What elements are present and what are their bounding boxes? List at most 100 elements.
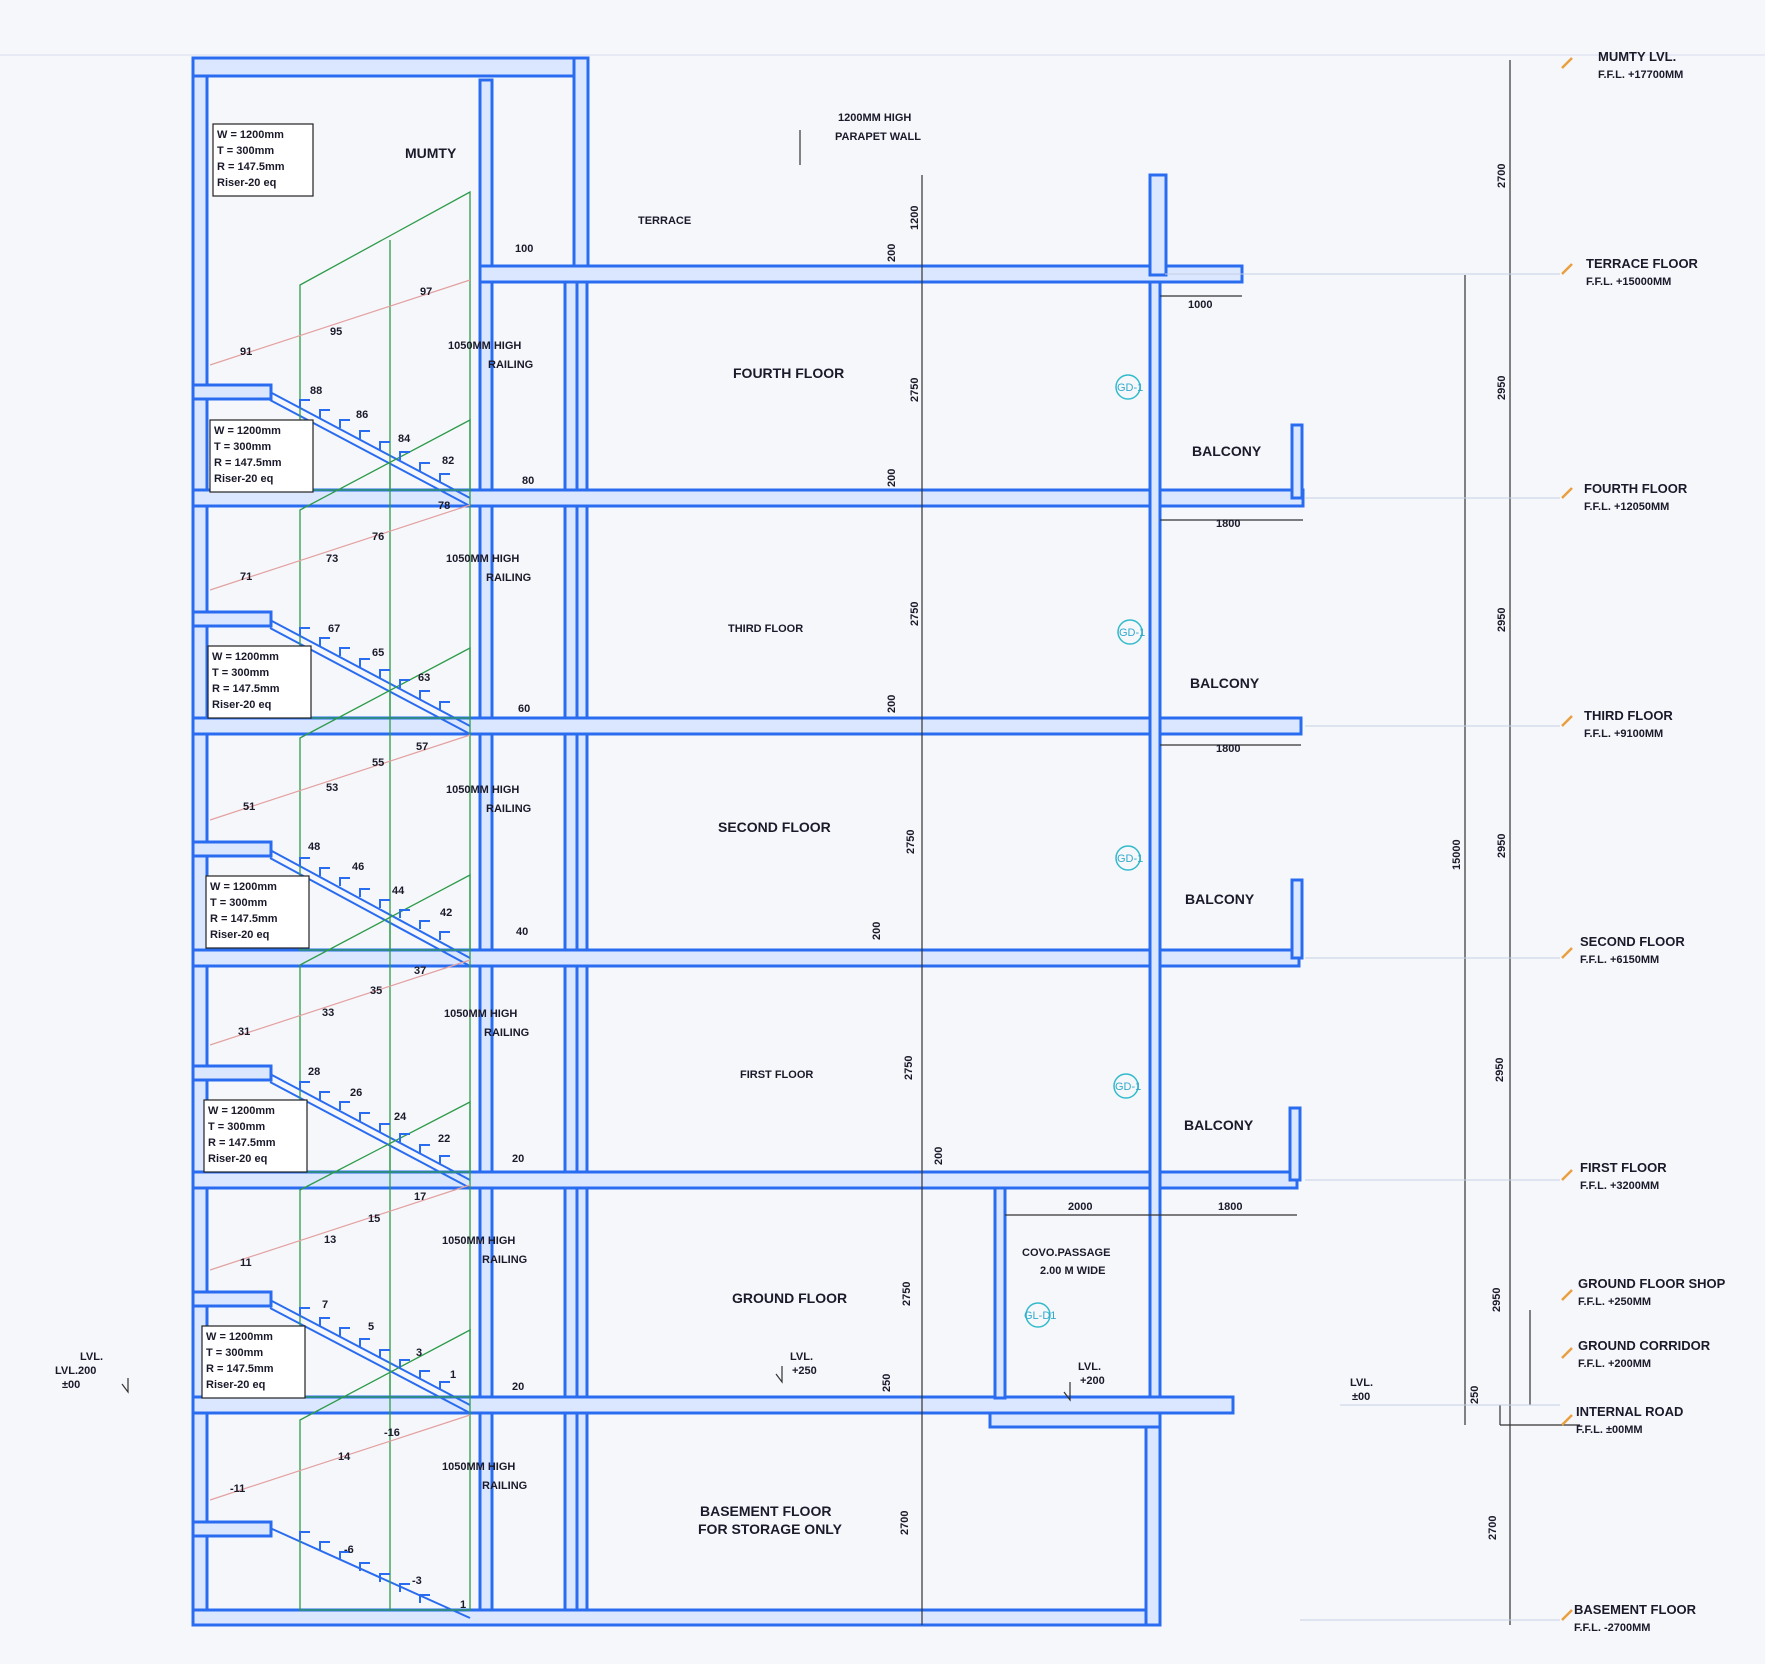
svg-text:-16: -16 [384, 1427, 400, 1439]
svg-text:F.F.L. +9100MM: F.F.L. +9100MM [1584, 728, 1663, 740]
covo-label-1: COVO.PASSAGE [1022, 1247, 1110, 1259]
svg-text:+200: +200 [1080, 1375, 1105, 1387]
svg-text:5: 5 [368, 1321, 374, 1333]
svg-text:R = 147.5mm: R = 147.5mm [217, 161, 285, 173]
svg-text:73: 73 [326, 553, 338, 565]
landing-3 [191, 610, 273, 628]
svg-text:60: 60 [518, 703, 530, 715]
svg-text:LVL.: LVL. [790, 1351, 813, 1363]
svg-text:1050MM HIGH: 1050MM HIGH [442, 1235, 515, 1247]
level-markers [1561, 57, 1573, 1621]
landing-b [191, 1520, 273, 1538]
svg-text:2000: 2000 [1068, 1201, 1092, 1213]
svg-text:71: 71 [240, 571, 252, 583]
door-tag-label: GD-1 [1119, 627, 1145, 639]
svg-text:88: 88 [310, 385, 322, 397]
svg-text:2950: 2950 [1496, 376, 1508, 400]
svg-text:T = 300mm: T = 300mm [206, 1347, 263, 1359]
door-tag-1 [1113, 1073, 1139, 1099]
parapet-label-2: PARAPET WALL [835, 131, 921, 143]
svg-text:RAILING: RAILING [488, 359, 533, 371]
svg-text:F.F.L. +17700MM: F.F.L. +17700MM [1598, 69, 1683, 81]
svg-text:FOURTH FLOOR: FOURTH FLOOR [1584, 481, 1688, 496]
svg-text:T = 300mm: T = 300mm [210, 897, 267, 909]
svg-text:MUMTY LVL.: MUMTY LVL. [1598, 49, 1676, 64]
svg-text:11: 11 [240, 1257, 252, 1269]
svg-text:+250: +250 [792, 1365, 817, 1377]
svg-text:1000: 1000 [1188, 299, 1212, 311]
svg-text:76: 76 [372, 531, 384, 543]
svg-text:Riser-20 eq: Riser-20 eq [212, 699, 271, 711]
svg-text:51: 51 [243, 801, 255, 813]
svg-text:W = 1200mm: W = 1200mm [214, 425, 281, 437]
svg-text:20: 20 [512, 1153, 524, 1165]
svg-text:63: 63 [418, 672, 430, 684]
svg-text:R = 147.5mm: R = 147.5mm [212, 683, 280, 695]
svg-text:RAILING: RAILING [486, 572, 531, 584]
svg-text:F.F.L. -2700MM: F.F.L. -2700MM [1574, 1622, 1650, 1634]
first-floor-label: FIRST FLOOR [740, 1069, 813, 1081]
svg-text:GROUND FLOOR SHOP: GROUND FLOOR SHOP [1578, 1276, 1726, 1291]
svg-text:1050MM HIGH: 1050MM HIGH [448, 340, 521, 352]
svg-text:80: 80 [522, 475, 534, 487]
svg-text:200: 200 [871, 922, 883, 940]
svg-text:200: 200 [886, 244, 898, 262]
svg-text:W = 1200mm: W = 1200mm [206, 1331, 273, 1343]
svg-text:42: 42 [440, 907, 452, 919]
svg-text:2700: 2700 [899, 1511, 911, 1535]
third-floor-slab [191, 716, 1303, 736]
step-numbers: 97 95 91 100 88 86 84 82 80 78 76 73 71 … [230, 243, 534, 1611]
svg-text:1: 1 [460, 1599, 466, 1611]
svg-text:BASEMENT FLOOR: BASEMENT FLOOR [1574, 1602, 1697, 1617]
svg-text:2950: 2950 [1496, 608, 1508, 632]
svg-text:2750: 2750 [905, 830, 917, 854]
svg-text:2950: 2950 [1494, 1058, 1506, 1082]
mumty-label: MUMTY [405, 145, 457, 161]
svg-text:LVL.: LVL. [1078, 1361, 1101, 1373]
svg-text:57: 57 [416, 741, 428, 753]
svg-text:84: 84 [398, 433, 411, 445]
svg-text:13: 13 [324, 1234, 336, 1246]
svg-text:LVL.200: LVL.200 [55, 1365, 96, 1377]
svg-text:Riser-20 eq: Riser-20 eq [214, 473, 273, 485]
svg-text:W = 1200mm: W = 1200mm [217, 129, 284, 141]
passage-column [993, 1186, 1007, 1400]
svg-text:R = 147.5mm: R = 147.5mm [208, 1137, 276, 1149]
svg-text:24: 24 [394, 1111, 407, 1123]
svg-text:2950: 2950 [1496, 834, 1508, 858]
svg-text:3: 3 [416, 1347, 422, 1359]
svg-text:14: 14 [338, 1451, 351, 1463]
stair-spec-g: W = 1200mm T = 300mm R = 147.5mm Riser-2… [201, 1325, 306, 1399]
second-floor-slab [191, 948, 1301, 968]
shaft-lining [575, 266, 589, 1627]
fourth-floor-label: FOURTH FLOOR [733, 365, 844, 381]
svg-text:THIRD FLOOR: THIRD FLOOR [1584, 708, 1673, 723]
landing-1 [191, 1064, 273, 1082]
svg-text:RAILING: RAILING [482, 1480, 527, 1492]
svg-text:F.F.L. +12050MM: F.F.L. +12050MM [1584, 501, 1669, 513]
svg-text:T = 300mm: T = 300mm [208, 1121, 265, 1133]
dimension-texts: 1200 200 2750 200 2750 200 2750 200 2750… [871, 164, 1508, 1540]
svg-text:R = 147.5mm: R = 147.5mm [214, 457, 282, 469]
svg-text:53: 53 [326, 782, 338, 794]
svg-text:Riser-20 eq: Riser-20 eq [210, 929, 269, 941]
svg-text:RAILING: RAILING [484, 1027, 529, 1039]
svg-text:-3: -3 [412, 1575, 422, 1587]
svg-text:F.F.L. +3200MM: F.F.L. +3200MM [1580, 1180, 1659, 1192]
svg-text:22: 22 [438, 1133, 450, 1145]
ground-floor-slab [191, 1395, 1235, 1415]
svg-text:2750: 2750 [909, 602, 921, 626]
second-floor-label: SECOND FLOOR [718, 819, 831, 835]
svg-text:250: 250 [881, 1374, 893, 1392]
svg-text:1: 1 [450, 1369, 456, 1381]
inline-level-markers: LVL. LVL.200 ±00 LVL. +250 LVL. +200 LVL… [55, 1351, 1373, 1403]
landing-g [191, 1290, 273, 1308]
svg-text:1800: 1800 [1218, 1201, 1242, 1213]
landing-4 [191, 383, 273, 401]
svg-text:2750: 2750 [901, 1282, 913, 1306]
svg-text:-11: -11 [230, 1483, 245, 1495]
svg-text:1800: 1800 [1216, 518, 1240, 530]
svg-text:Riser-20 eq: Riser-20 eq [208, 1153, 267, 1165]
svg-text:F.F.L. +6150MM: F.F.L. +6150MM [1580, 954, 1659, 966]
svg-text:TERRACE FLOOR: TERRACE FLOOR [1586, 256, 1699, 271]
